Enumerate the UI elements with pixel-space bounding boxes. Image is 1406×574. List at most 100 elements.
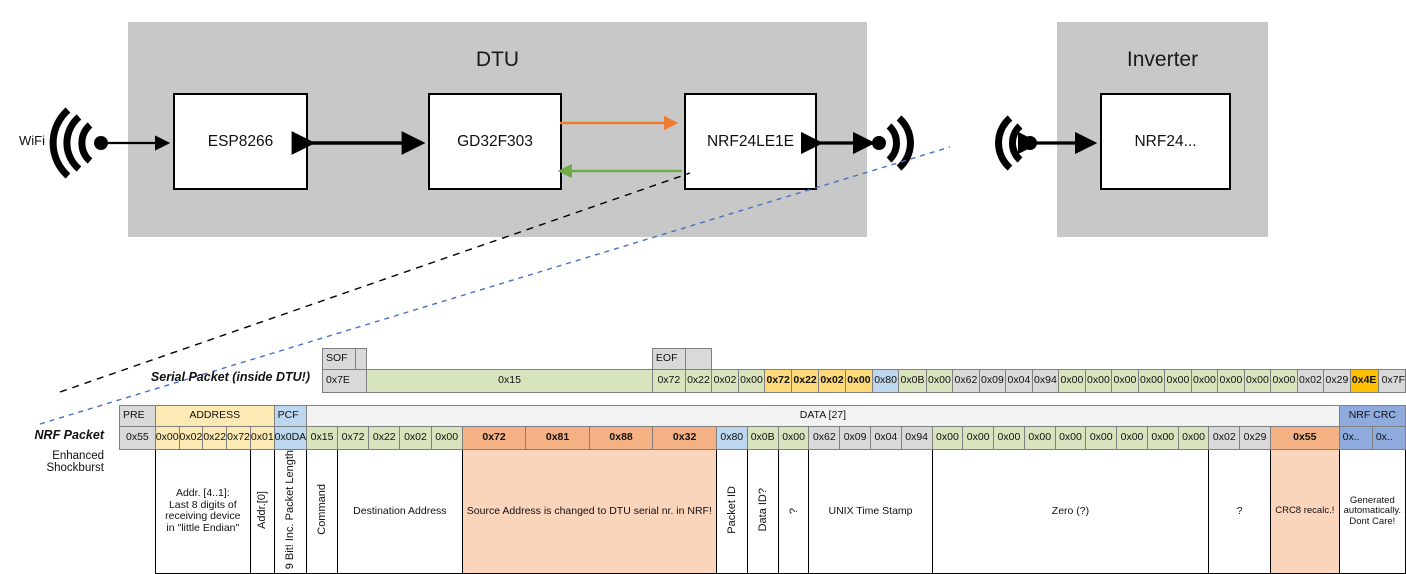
nrf-pcf-header: PCF — [273, 405, 308, 427]
ann-qmark-2-text: ? — [1236, 504, 1243, 517]
nrf-byte-18: 0x00 — [993, 426, 1025, 450]
chip-esp8266-label: ESP8266 — [207, 132, 274, 150]
nrf-byte-24: 0x00 — [1177, 426, 1210, 450]
serial-byte-10: 0x0B — [898, 369, 927, 393]
serial-byte-24: 0x00 — [1270, 369, 1298, 393]
ann-timestamp-text: UNIX Time Stamp — [828, 504, 913, 517]
serial-byte-25: 0x02 — [1296, 369, 1325, 393]
dtu-title: DTU — [475, 48, 520, 71]
chip-gd32f303-label: GD32F303 — [457, 132, 533, 150]
chip-nrf24[interactable]: NRF24... — [1100, 93, 1231, 190]
ann-packet-id-text: Packet ID — [725, 485, 738, 534]
serial-byte-26: 0x29 — [1323, 369, 1351, 393]
nrf-pcf-value: 0x0DA — [273, 426, 308, 450]
serial-sof-value: 0x7E — [321, 369, 368, 393]
inverter-title: Inverter — [1126, 48, 1199, 71]
wifi-label: WiFi — [19, 133, 45, 148]
chip-nrf24-label: NRF24... — [1134, 132, 1197, 150]
ann-address-text: Addr. [4..1]: Last 8 digits of receiving… — [165, 487, 241, 534]
serial-byte-4: 0x00 — [737, 369, 766, 393]
ann-qmark-2: ? — [1208, 449, 1271, 574]
nrf-byte-9: 0x80 — [715, 426, 748, 450]
nrf-annotation-row: Addr. [4..1]: Last 8 digits of receiving… — [120, 449, 1406, 574]
dtu-radio-antenna-icon — [872, 115, 914, 171]
serial-byte-20: 0x00 — [1164, 369, 1192, 393]
serial-byte-19: 0x00 — [1137, 369, 1166, 393]
serial-byte-11: 0x00 — [925, 369, 954, 393]
nrf-packet-table: PRE ADDRESS PCF DATA [27] NRF CRC 0x55 0… — [119, 405, 1406, 574]
ann-zero-text: Zero (?) — [1051, 504, 1090, 517]
nrf-byte-7: 0x88 — [588, 426, 654, 450]
ann-pcf: 9 Bit! Inc. Packet Length — [273, 449, 308, 574]
nrf-byte-5: 0x72 — [461, 426, 527, 450]
nrf-byte-21: 0x00 — [1085, 426, 1118, 450]
nrf-byte-12: 0x62 — [808, 426, 841, 450]
nrf-data-header: DATA [27] — [306, 405, 1340, 427]
nrf-addr-3: 0x02 — [178, 426, 204, 450]
ann-crc-note-text: Generated automatically. Dont Care! — [1343, 494, 1402, 527]
serial-header-spacer — [355, 348, 368, 370]
serial-sof-header: SOF — [321, 348, 357, 370]
ann-zero: Zero (?) — [931, 449, 1210, 574]
nrf-addr-1: 0x72 — [226, 426, 251, 450]
serial-byte-17: 0x00 — [1084, 369, 1113, 393]
nrf-byte-4: 0x00 — [430, 426, 463, 450]
nrf-byte-15: 0x94 — [900, 426, 933, 450]
nrf-byte-16: 0x00 — [931, 426, 964, 450]
diagram-canvas: DTU Inverter ESP8266 GD32F303 NRF24LE1E … — [19, 22, 1406, 574]
serial-header-blank — [367, 349, 653, 370]
serial-byte-8: 0x00 — [844, 369, 873, 393]
serial-byte-16: 0x00 — [1058, 369, 1086, 393]
nrf-byte-8: 0x32 — [652, 426, 717, 450]
ann-crc-note: Generated automatically. Dont Care! — [1338, 449, 1406, 574]
nrf-byte-22: 0x00 — [1116, 426, 1148, 450]
nrf-byte-1: 0x72 — [336, 426, 370, 450]
nrf-byte-19: 0x00 — [1023, 426, 1056, 450]
serial-byte-22: 0x00 — [1217, 369, 1245, 393]
chip-esp8266[interactable]: ESP8266 — [173, 93, 308, 190]
ann-pcf-text: 9 Bit! Inc. Packet Length — [284, 450, 297, 570]
ann-data-id: Data ID? — [746, 449, 779, 574]
serial-packet-label: Serial Packet (inside DTU!) — [150, 370, 310, 384]
serial-byte-12: 0x62 — [952, 369, 980, 393]
serial-byte-18: 0x00 — [1111, 369, 1139, 393]
nrf-byte-11: 0x00 — [777, 426, 810, 450]
ann-qmark-1-text: ? — [787, 507, 800, 514]
serial-byte-14: 0x04 — [1005, 369, 1033, 393]
chip-gd32f303[interactable]: GD32F303 — [428, 93, 562, 190]
serial-byte-27: 0x4E — [1349, 369, 1379, 393]
serial-byte-21: 0x00 — [1190, 369, 1219, 393]
ann-data-id-text: Data ID? — [756, 487, 769, 532]
chip-nrf24le1e-label: NRF24LE1E — [706, 132, 794, 150]
nrf-byte-3: 0x02 — [399, 426, 432, 450]
ann-destination: Destination Address — [336, 449, 463, 574]
nrf-byte-27: 0x55 — [1269, 426, 1340, 450]
serial-byte-0: 0x15 — [366, 369, 653, 393]
serial-byte-5: 0x72 — [764, 369, 793, 393]
ann-addr0: Addr.[0] — [249, 449, 275, 574]
nrf-packet-sublabel: Enhanced Shockburst — [46, 450, 104, 474]
nrf-byte-10: 0x0B — [746, 426, 779, 450]
serial-byte-6: 0x22 — [791, 369, 820, 393]
nrf-byte-14: 0x04 — [870, 426, 902, 450]
nrf-group-header-row: PRE ADDRESS PCF DATA [27] NRF CRC — [119, 405, 1406, 427]
serial-byte-1: 0x72 — [651, 369, 686, 393]
serial-byte-15: 0x94 — [1031, 369, 1060, 393]
ann-crc8-text: CRC8 recalc.! — [1275, 505, 1335, 517]
serial-byte-3: 0x02 — [711, 369, 739, 393]
nrf-packet-label: NRF Packet — [34, 428, 104, 442]
ann-qmark-1: ? — [777, 449, 810, 574]
nrf-crc-header: NRF CRC — [1338, 405, 1406, 427]
ann-pre-blank — [120, 450, 156, 574]
serial-eof-value: 0x7F — [1377, 369, 1406, 393]
ann-source: Source Address is changed to DTU serial … — [461, 449, 717, 574]
nrf-byte-6: 0x81 — [525, 426, 590, 450]
ann-packet-id: Packet ID — [715, 449, 748, 574]
chip-nrf24le1e[interactable]: NRF24LE1E — [684, 93, 817, 190]
serial-byte-7: 0x02 — [818, 369, 846, 393]
serial-eof-header: EOF — [651, 348, 686, 370]
nrf-byte-0: 0x15 — [306, 426, 338, 450]
ann-crc8: CRC8 recalc.! — [1269, 449, 1340, 574]
